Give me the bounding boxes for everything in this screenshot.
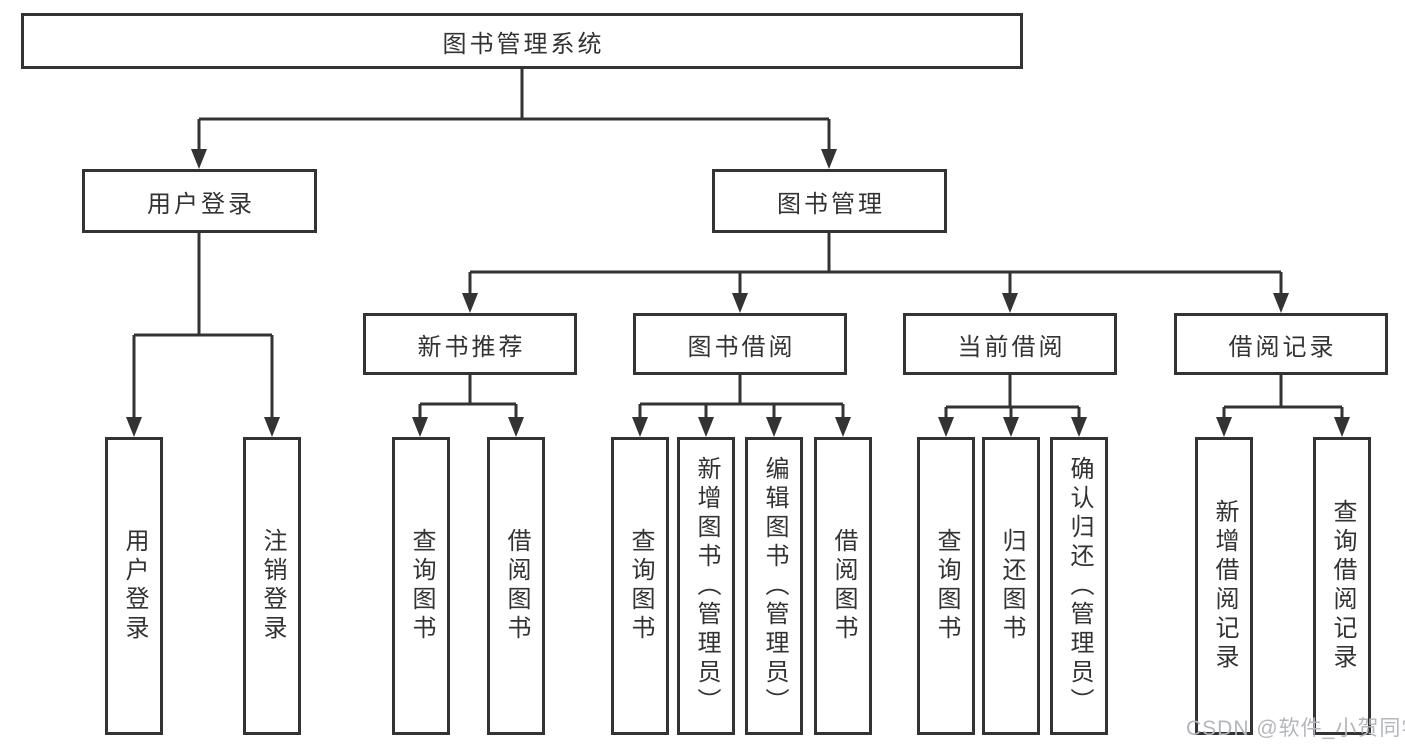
arrowhead-icon bbox=[1273, 293, 1289, 313]
arrowhead-icon bbox=[1216, 417, 1232, 437]
leaf-label: 查询图书 bbox=[627, 528, 654, 644]
node-borrow-records: 借阅记录 bbox=[1174, 313, 1388, 375]
arrowheads bbox=[126, 149, 1350, 437]
leaf-label: 用户登录 bbox=[121, 528, 148, 644]
arrowhead-icon bbox=[698, 417, 714, 437]
arrowhead-icon bbox=[821, 149, 837, 169]
leaf-label: 新增借阅记录 bbox=[1211, 499, 1238, 673]
leaf-add-book-admin: 新增图书（管理员） bbox=[677, 437, 735, 735]
leaf-label: 借阅图书 bbox=[830, 528, 857, 644]
leaf-add-borrow-record: 新增借阅记录 bbox=[1195, 437, 1253, 735]
leaf-query-book-recommend: 查询图书 bbox=[392, 437, 450, 735]
arrowhead-icon bbox=[191, 149, 207, 169]
arrowhead-icon bbox=[126, 417, 142, 437]
csdn-watermark: CSDN @软件_小贺同学 bbox=[1186, 717, 1405, 740]
leaf-label: 新增图书（管理员） bbox=[693, 455, 720, 717]
leaf-borrow-book-recommend: 借阅图书 bbox=[487, 437, 545, 735]
leaf-borrow-book: 借阅图书 bbox=[814, 437, 872, 735]
arrowhead-icon bbox=[938, 417, 954, 437]
leaf-label: 查询图书 bbox=[408, 528, 435, 644]
arrowhead-icon bbox=[766, 417, 782, 437]
node-current-borrow: 当前借阅 bbox=[903, 313, 1117, 375]
leaf-logout: 注销登录 bbox=[243, 437, 301, 735]
leaf-user-login: 用户登录 bbox=[105, 437, 163, 735]
node-new-book-recommend: 新书推荐 bbox=[363, 313, 577, 375]
arrowhead-icon bbox=[632, 417, 648, 437]
arrowhead-icon bbox=[1002, 293, 1018, 313]
leaf-edit-book-admin: 编辑图书（管理员） bbox=[745, 437, 803, 735]
leaf-query-book-current: 查询图书 bbox=[917, 437, 975, 735]
leaf-query-borrow-record: 查询借阅记录 bbox=[1313, 437, 1371, 735]
arrowhead-icon bbox=[835, 417, 851, 437]
node-root: 图书管理系统 bbox=[21, 13, 1023, 69]
arrowhead-icon bbox=[1003, 417, 1019, 437]
arrowhead-icon bbox=[1334, 417, 1350, 437]
arrowhead-icon bbox=[264, 417, 280, 437]
node-book-management: 图书管理 bbox=[712, 169, 947, 233]
arrowhead-icon bbox=[412, 417, 428, 437]
leaf-confirm-return-admin: 确认归还（管理员） bbox=[1050, 437, 1108, 735]
arrowhead-icon bbox=[508, 417, 524, 437]
leaf-label: 归还图书 bbox=[998, 528, 1025, 644]
leaf-label: 确认归还（管理员） bbox=[1066, 455, 1093, 717]
leaf-label: 编辑图书（管理员） bbox=[761, 455, 788, 717]
leaf-label: 查询图书 bbox=[933, 528, 960, 644]
leaf-return-book: 归还图书 bbox=[982, 437, 1040, 735]
arrowhead-icon bbox=[732, 293, 748, 313]
arrowhead-icon bbox=[1071, 417, 1087, 437]
node-book-borrow: 图书借阅 bbox=[633, 313, 847, 375]
leaf-query-book-borrow: 查询图书 bbox=[611, 437, 669, 735]
leaf-label: 借阅图书 bbox=[503, 528, 530, 644]
leaf-label: 查询借阅记录 bbox=[1329, 499, 1356, 673]
leaf-label: 注销登录 bbox=[259, 528, 286, 644]
connector-path bbox=[132, 69, 1344, 419]
node-user-login: 用户登录 bbox=[82, 169, 317, 233]
arrowhead-icon bbox=[462, 293, 478, 313]
